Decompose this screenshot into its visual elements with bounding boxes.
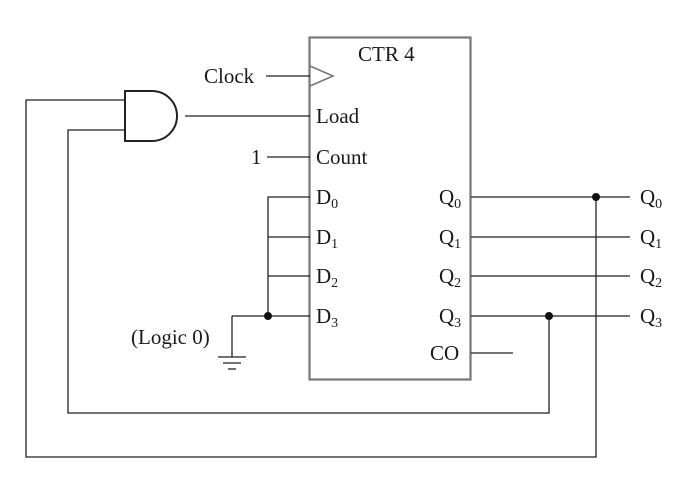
q1-internal-label: Q1 [439, 225, 462, 252]
q0-output-label: Q0 [640, 185, 663, 212]
junction-dot-q0 [592, 193, 600, 201]
q0-internal-label: Q0 [439, 185, 462, 212]
feedback-wire-q0 [25, 99, 597, 458]
q1-output-label: Q1 [640, 225, 663, 252]
load-label: Load [316, 104, 360, 128]
carry-out-label: CO [430, 341, 460, 365]
count-value-label: 1 [251, 145, 262, 169]
clock-triangle-icon [309, 65, 336, 87]
d2-label: D2 [316, 264, 339, 291]
logic-zero-label: (Logic 0) [131, 325, 210, 349]
q2-output-label: Q2 [640, 264, 663, 291]
d3-label: D3 [316, 304, 339, 331]
count-label: Count [316, 145, 368, 169]
junction-dot-d-bus [264, 312, 272, 320]
q3-output-label: Q3 [640, 304, 663, 331]
feedback-wire-q3 [67, 129, 550, 414]
and-gate-icon [124, 90, 178, 142]
d0-label: D0 [316, 185, 339, 212]
clock-label: Clock [204, 64, 255, 88]
counter-title: CTR 4 [358, 42, 415, 66]
d1-label: D1 [316, 225, 339, 252]
q2-internal-label: Q2 [439, 264, 462, 291]
q3-internal-label: Q3 [439, 304, 462, 331]
d-bus-wire [267, 196, 310, 316]
junction-dot-q3 [545, 312, 553, 320]
counter-box [308, 36, 472, 381]
